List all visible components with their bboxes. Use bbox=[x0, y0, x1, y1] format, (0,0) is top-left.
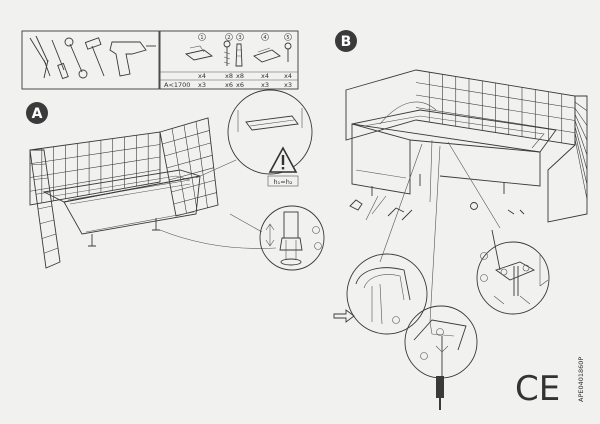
bracket-icon bbox=[253, 47, 281, 63]
parts-table: 1 2 3 4 5 x4 x8 x8 x4 x4 A<1700 x3 x6 x6… bbox=[159, 30, 299, 90]
qty-part-4-top: x4 bbox=[261, 72, 269, 80]
height-equal-note: h₁=h₂ bbox=[267, 175, 299, 187]
svg-text:3: 3 bbox=[238, 35, 241, 41]
floor-bracket-detail bbox=[476, 229, 550, 315]
leg-adjust-detail bbox=[259, 205, 325, 271]
svg-text:4: 4 bbox=[263, 35, 266, 41]
svg-text:1: 1 bbox=[200, 35, 203, 41]
part-number-1: 1 bbox=[198, 33, 206, 41]
small-screw-icon bbox=[284, 42, 292, 62]
qty-part-1-bottom: x3 bbox=[198, 81, 206, 89]
screwdriver-icon bbox=[51, 39, 69, 80]
qty-part-5-top: x4 bbox=[284, 72, 292, 80]
part-number-3: 3 bbox=[236, 33, 244, 41]
screw-icon bbox=[223, 40, 231, 66]
qty-part-3-bottom: x6 bbox=[236, 81, 244, 89]
arrow-right-icon bbox=[333, 309, 355, 323]
pliers-icon bbox=[29, 35, 51, 79]
svg-text:h₁=h₂: h₁=h₂ bbox=[274, 178, 293, 186]
qty-part-1-top: x4 bbox=[198, 72, 206, 80]
qty-part-5-bottom: x3 bbox=[284, 81, 292, 89]
hammer-icon bbox=[84, 37, 105, 77]
wrench-icon bbox=[64, 37, 88, 79]
step-marker-b: B bbox=[335, 30, 357, 52]
svg-text:2: 2 bbox=[227, 35, 230, 41]
size-condition-label: A<1700 bbox=[164, 81, 190, 89]
qty-part-4-bottom: x3 bbox=[261, 81, 269, 89]
panel-corner-detail bbox=[346, 253, 428, 335]
document-code: APE0401860P bbox=[577, 357, 585, 402]
step-marker-a: A bbox=[26, 102, 48, 124]
panel-brackets bbox=[349, 195, 525, 221]
bathtub-a bbox=[29, 117, 277, 269]
wall-plate-icon bbox=[184, 45, 214, 61]
svg-text:B: B bbox=[341, 34, 352, 50]
svg-text:5: 5 bbox=[286, 35, 289, 41]
level-detail bbox=[227, 89, 313, 175]
bathtub-b bbox=[345, 69, 588, 323]
ce-mark: CE bbox=[515, 369, 560, 409]
screwdriver-detail-icon bbox=[436, 376, 444, 410]
qty-part-2-bottom: x6 bbox=[225, 81, 233, 89]
tools-panel bbox=[21, 30, 160, 90]
screw-fixing-detail bbox=[404, 305, 478, 379]
part-number-5: 5 bbox=[284, 33, 292, 41]
svg-text:A: A bbox=[32, 106, 43, 122]
qty-part-2-top: x8 bbox=[225, 72, 233, 80]
drill-icon bbox=[109, 41, 156, 77]
part-number-4: 4 bbox=[261, 33, 269, 41]
wall-plug-icon bbox=[235, 43, 243, 67]
warning-icon bbox=[268, 146, 298, 173]
part-number-2: 2 bbox=[225, 33, 233, 41]
qty-part-3-top: x8 bbox=[236, 72, 244, 80]
